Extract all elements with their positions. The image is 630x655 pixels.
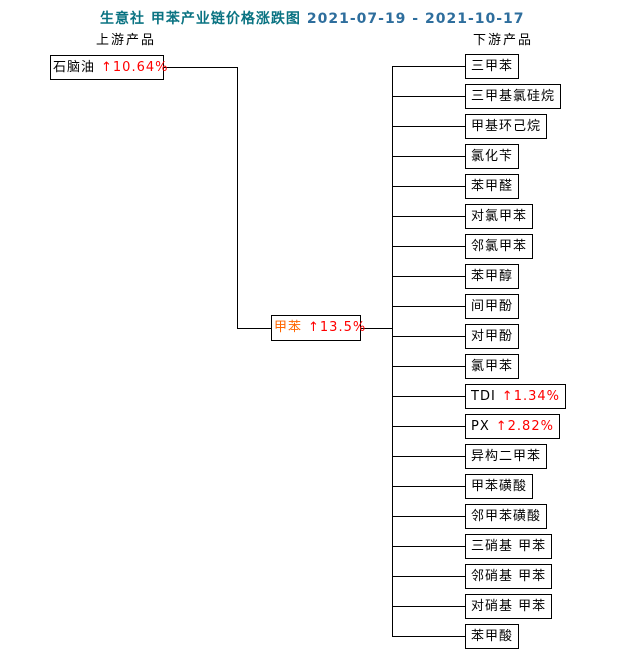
connector-branch bbox=[392, 546, 466, 547]
product-box[interactable]: 苯甲醇 bbox=[465, 264, 520, 289]
product-label: 氯甲苯 bbox=[471, 359, 514, 374]
product-box[interactable]: 对氯甲苯 bbox=[465, 204, 534, 229]
product-box[interactable]: 氯甲苯 bbox=[465, 354, 520, 379]
product-box[interactable]: 邻硝基 甲苯 bbox=[465, 564, 553, 589]
connector-branch bbox=[392, 336, 466, 337]
product-label: 苯甲醇 bbox=[471, 269, 514, 284]
product-box[interactable]: 对硝基 甲苯 bbox=[465, 594, 553, 619]
product-label: 苯甲酸 bbox=[471, 629, 514, 644]
product-box[interactable]: TDI ↑1.34% bbox=[465, 384, 566, 409]
product-label: 三硝基 甲苯 bbox=[471, 539, 547, 554]
product-label: 间甲酚 bbox=[471, 299, 514, 314]
product-box[interactable]: 甲苯磺酸 bbox=[465, 474, 534, 499]
product-label: 三甲基氯硅烷 bbox=[471, 89, 556, 104]
upstream-product-box[interactable]: 石脑油 ↑10.64% bbox=[50, 55, 167, 80]
connector-branch bbox=[392, 216, 466, 217]
product-box[interactable]: 苯甲酸 bbox=[465, 624, 520, 649]
connector-branch bbox=[392, 366, 466, 367]
product-box[interactable]: 邻甲苯磺酸 bbox=[465, 504, 548, 529]
connector-into-center bbox=[237, 328, 272, 329]
product-label: TDI bbox=[471, 389, 496, 404]
connector-branch bbox=[392, 576, 466, 577]
connector-branch bbox=[392, 186, 466, 187]
connector-branch bbox=[392, 96, 466, 97]
product-box[interactable]: 三甲基氯硅烷 bbox=[465, 84, 562, 109]
product-label: 石脑油 bbox=[53, 60, 96, 75]
page-title: 生意社 甲苯产业链价格涨跌图 2021-07-19 - 2021-10-17 bbox=[100, 8, 525, 28]
product-box[interactable]: 三甲苯 bbox=[465, 54, 520, 79]
product-label: 对氯甲苯 bbox=[471, 209, 528, 224]
connector-branch bbox=[392, 246, 466, 247]
upstream-section-label: 上游产品 bbox=[96, 33, 157, 48]
connector-branch bbox=[392, 126, 466, 127]
product-box[interactable]: 三硝基 甲苯 bbox=[465, 534, 553, 559]
product-label: 甲苯 bbox=[274, 320, 303, 335]
product-box[interactable]: 对甲酚 bbox=[465, 324, 520, 349]
product-label: 邻硝基 甲苯 bbox=[471, 569, 547, 584]
product-label: 苯甲醛 bbox=[471, 179, 514, 194]
connector-branch bbox=[392, 156, 466, 157]
title-text: 生意社 甲苯产业链价格涨跌图 bbox=[100, 11, 301, 27]
change-value: ↑1.34% bbox=[501, 389, 560, 404]
center-product-box[interactable]: 甲苯 ↑13.5% bbox=[271, 315, 365, 341]
product-label: 氯化苄 bbox=[471, 149, 514, 164]
product-box[interactable]: 间甲酚 bbox=[465, 294, 520, 319]
connector-branch bbox=[392, 516, 466, 517]
product-box[interactable]: 异构二甲苯 bbox=[465, 444, 548, 469]
product-label: 异构二甲苯 bbox=[471, 449, 542, 464]
connector-trunk bbox=[392, 66, 393, 637]
product-box[interactable]: 氯化苄 bbox=[465, 144, 520, 169]
product-box[interactable]: 甲基环己烷 bbox=[465, 114, 548, 139]
product-label: 邻氯甲苯 bbox=[471, 239, 528, 254]
product-label: 甲基环己烷 bbox=[471, 119, 542, 134]
change-value: ↑13.5% bbox=[308, 320, 367, 335]
product-box[interactable]: 苯甲醛 bbox=[465, 174, 520, 199]
connector-branch bbox=[392, 306, 466, 307]
connector-upstream-down bbox=[237, 67, 238, 329]
connector-upstream-right bbox=[163, 67, 238, 68]
connector-branch bbox=[392, 276, 466, 277]
product-label: 邻甲苯磺酸 bbox=[471, 509, 542, 524]
product-label: 对硝基 甲苯 bbox=[471, 599, 547, 614]
downstream-section-label: 下游产品 bbox=[473, 33, 534, 48]
product-box[interactable]: 邻氯甲苯 bbox=[465, 234, 534, 259]
product-box[interactable]: PX ↑2.82% bbox=[465, 414, 560, 439]
change-value: ↑10.64% bbox=[101, 60, 169, 75]
connector-branch bbox=[392, 606, 466, 607]
product-label: 甲苯磺酸 bbox=[471, 479, 528, 494]
connector-center-to-trunk bbox=[360, 328, 393, 329]
connector-branch bbox=[392, 66, 466, 67]
connector-branch bbox=[392, 636, 466, 637]
connector-branch bbox=[392, 456, 466, 457]
product-label: 三甲苯 bbox=[471, 59, 514, 74]
connector-branch bbox=[392, 426, 466, 427]
connector-branch bbox=[392, 396, 466, 397]
change-value: ↑2.82% bbox=[495, 419, 554, 434]
product-label: PX bbox=[471, 419, 490, 434]
connector-branch bbox=[392, 486, 466, 487]
title-date-range: 2021-07-19 - 2021-10-17 bbox=[306, 11, 525, 27]
product-label: 对甲酚 bbox=[471, 329, 514, 344]
